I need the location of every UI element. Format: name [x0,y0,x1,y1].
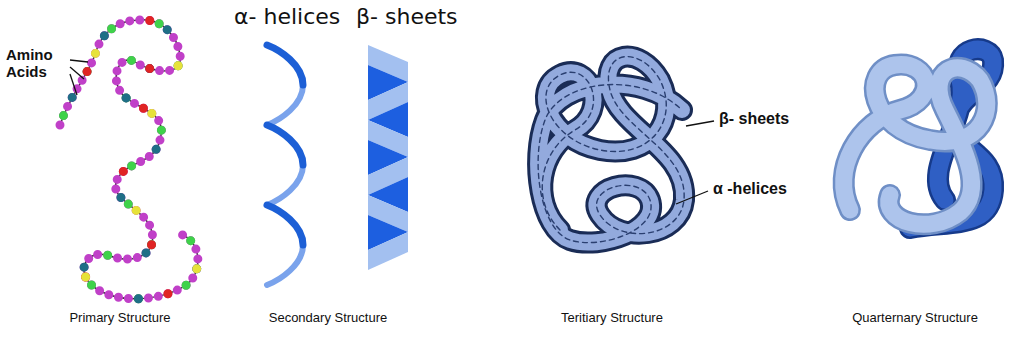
leader-line [70,67,84,79]
subunit-light [844,65,987,225]
part-label: β- sheets [719,110,789,128]
beta-sheet [368,45,408,270]
structure-caption: Secondary Structure [269,311,388,326]
leader-line [676,191,708,204]
structure-caption: Teritiary Structure [561,311,663,326]
structure-title: β- sheets [356,4,458,29]
leader-line [70,74,77,95]
amino-acid-beads [60,20,198,299]
amino-acid-beads [60,20,198,299]
amino-acid-beads [60,20,198,299]
leader-lines [70,60,88,95]
helix-front [267,45,303,245]
fold-texture [538,57,684,243]
fold-outline [538,57,684,243]
helix-back [267,85,303,285]
amino-acid-chain [60,20,198,299]
leader-line [686,121,714,126]
structure-title: α- helices [234,4,340,29]
tertiary-fold [538,57,684,243]
amino-acid-beads [60,20,198,299]
chain-backbone [60,20,198,299]
part-label: Amino Acids [6,46,68,81]
leader-lines [676,121,714,204]
part-label: α -helices [713,180,787,198]
subunit-outline [844,65,987,225]
leader-line [70,60,88,62]
quaternary-complex [844,49,994,228]
structure-caption: Primary Structure [69,311,170,326]
fold-tube [538,57,684,243]
sheet-pleat [368,232,408,270]
alpha-helix [267,45,303,285]
amino-acid-beads [60,20,198,299]
structure-caption: Quarternary Structure [852,311,978,326]
